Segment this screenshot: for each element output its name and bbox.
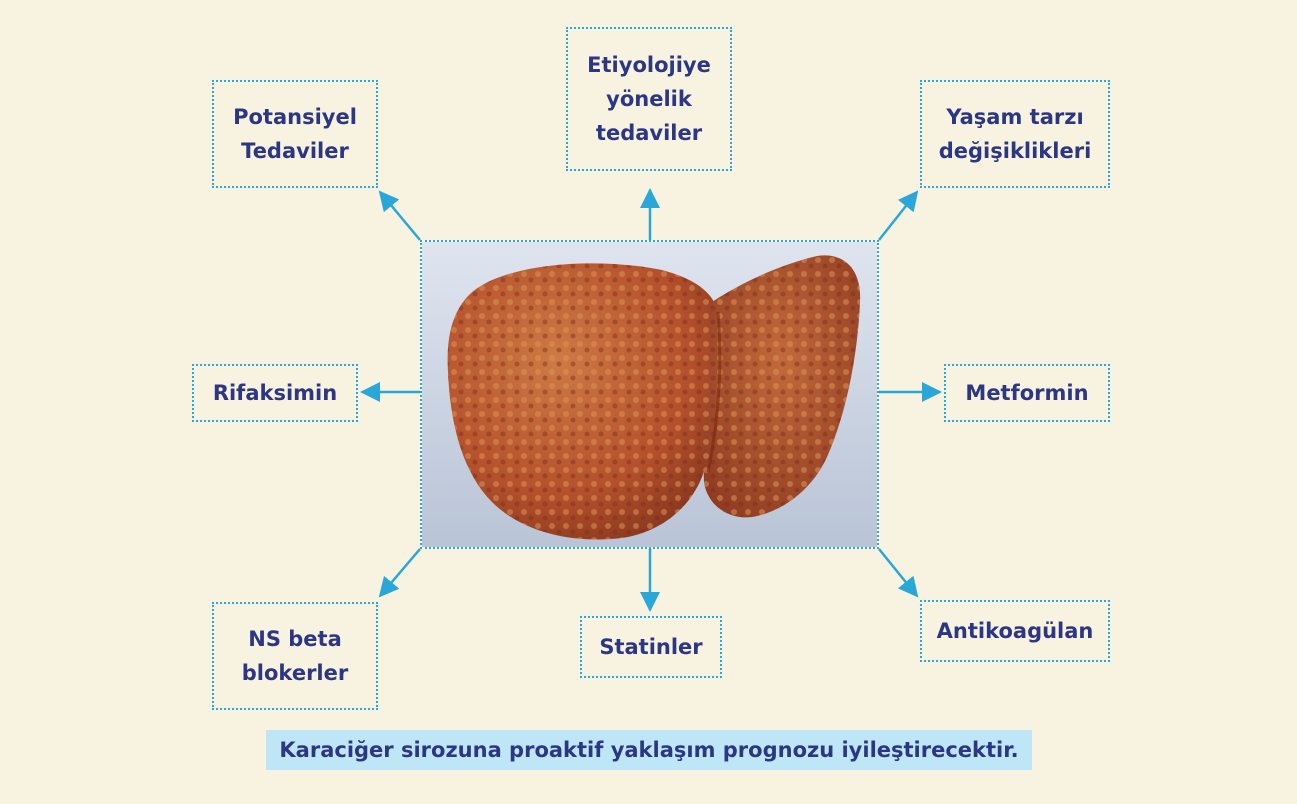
liver-illustration (422, 242, 877, 547)
node-top-center-line-3: tedaviler (587, 116, 711, 150)
node-top-left: PotansiyelTedaviler (212, 80, 378, 188)
node-bottom-center-label: Statinler (599, 630, 702, 664)
node-bottom-center: Statinler (580, 616, 722, 678)
arrow-bottom-left (380, 549, 420, 596)
node-mid-right: Metformin (944, 364, 1110, 422)
caption-text: Karaciğer sirozuna proaktif yaklaşım pro… (279, 738, 1018, 762)
node-top-center-line-1: Etiyolojiye (587, 48, 711, 82)
node-bottom-left-line-1: NS beta (242, 622, 348, 656)
arrow-top-left (380, 192, 420, 240)
arrow-bottom-right (879, 549, 917, 596)
liver-image (420, 240, 879, 549)
node-top-right-line-1: Yaşam tarzı (939, 100, 1092, 134)
node-bottom-right: Antikoagülan (920, 600, 1110, 662)
node-top-right: Yaşam tarzıdeğişiklikleri (920, 80, 1110, 188)
arrow-top-right (879, 192, 917, 240)
node-top-right-line-2: değişiklikleri (939, 134, 1092, 168)
node-bottom-left: NS betablokerler (212, 602, 378, 710)
node-mid-left-label: Rifaksimin (213, 376, 337, 410)
node-mid-left: Rifaksimin (192, 364, 358, 422)
node-top-left-line-1: Potansiyel (233, 100, 357, 134)
node-top-left-line-2: Tedaviler (233, 134, 357, 168)
node-top-center-line-2: yönelik (587, 82, 711, 116)
node-mid-right-label: Metformin (965, 376, 1088, 410)
caption-banner: Karaciğer sirozuna proaktif yaklaşım pro… (266, 730, 1032, 770)
node-top-center: Etiyolojiyeyöneliktedaviler (566, 27, 732, 171)
node-bottom-left-line-2: blokerler (242, 656, 348, 690)
node-bottom-right-label: Antikoagülan (937, 614, 1094, 648)
liver-right-lobe-texture (448, 263, 721, 539)
